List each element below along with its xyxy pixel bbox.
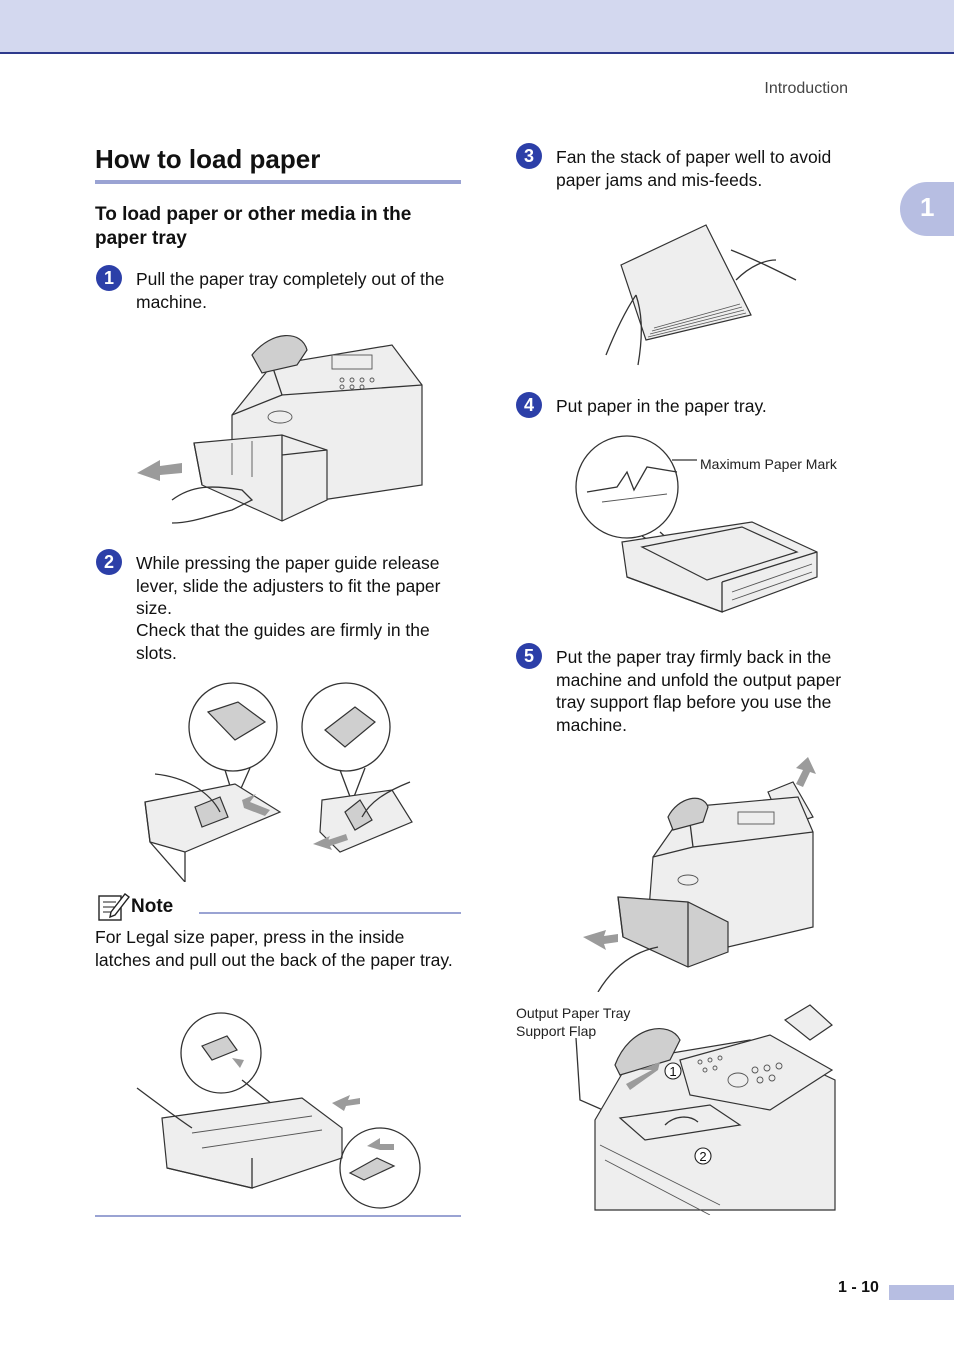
step-5-number: 5 [516, 643, 542, 669]
chapter-tab[interactable]: 1 [900, 182, 954, 236]
step-2-number: 2 [96, 549, 122, 575]
step-4-number: 4 [516, 392, 542, 418]
illustration-load-paper [572, 432, 824, 617]
illustration-fan-paper [596, 220, 806, 375]
illustration-insert-tray [578, 752, 818, 992]
illustration-legal-tray [132, 1008, 432, 1213]
step-1-text: Pull the paper tray completely out of th… [136, 269, 445, 312]
step-2-text: While pressing the paper guide release l… [136, 553, 441, 618]
note-text: For Legal size paper, press in the insid… [95, 927, 453, 970]
illustration-slide-guides [140, 682, 420, 882]
step-3-number: 3 [516, 143, 542, 169]
callout-max-paper-mark: Maximum Paper Mark [700, 456, 837, 472]
illustration-pull-tray [132, 325, 432, 530]
callout-circle-2: 2 [699, 1149, 706, 1164]
callout-output-flap-line-1: Output Paper Tray [516, 1005, 631, 1021]
note-label: Note [131, 896, 174, 917]
chapter-tab-number: 1 [920, 192, 935, 222]
step-2-text-check: Check that the guides are firmly in the … [136, 620, 430, 663]
step-4-text: Put paper in the paper tray. [556, 396, 767, 416]
note-header: Note [95, 890, 461, 924]
illustration-output-flap: 1 2 [570, 1000, 840, 1215]
callout-circle-1: 1 [669, 1064, 676, 1079]
step-3-text: Fan the stack of paper well to avoid pap… [556, 147, 832, 190]
note-pencil-icon [98, 893, 130, 921]
section-subtitle: To load paper or other media in the pape… [95, 204, 412, 249]
section-title: Introduction [764, 80, 848, 97]
footer-bar [889, 1285, 954, 1300]
title-underline [95, 180, 461, 184]
page-title: How to load paper [95, 144, 321, 174]
header-band [0, 0, 954, 54]
section-end-rule [95, 1215, 461, 1217]
note-rule [199, 912, 461, 914]
step-5-text: Put the paper tray firmly back in the ma… [556, 647, 842, 735]
callout-output-flap-line-2: Support Flap [516, 1023, 597, 1039]
step-1-number: 1 [96, 265, 122, 291]
page-number: 1 - 10 [838, 1279, 879, 1296]
